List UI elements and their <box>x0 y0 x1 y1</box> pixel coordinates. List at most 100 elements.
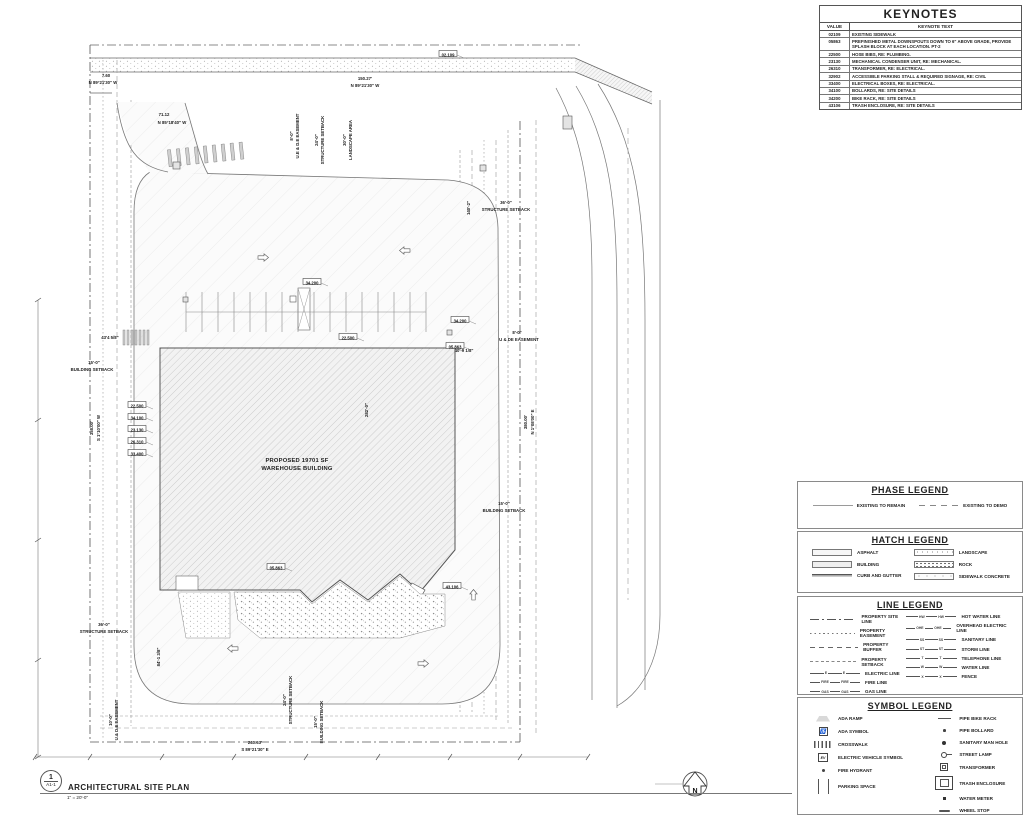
line-legend-label: PROPERTY SITE LINE <box>861 614 899 624</box>
keynote-tag-box <box>438 50 458 57</box>
symbol-legend-label: ADA RAMP <box>838 716 863 721</box>
line-tag: ST <box>919 647 925 652</box>
keynote-tag-box <box>442 582 462 589</box>
keynote-value: 22500 <box>820 51 850 58</box>
hatch-legend-item: CURB AND GUTTER <box>812 573 902 578</box>
fire-hydrant-icon <box>814 769 832 772</box>
keynote-tag-box <box>127 413 147 420</box>
water-meter-icon <box>935 796 953 801</box>
plan-label: 240.63' <box>248 740 262 745</box>
sheet-number: A1-1 <box>46 782 56 788</box>
plan-label: 8'-0" <box>512 330 521 335</box>
keynotes-header: VALUE KEYNOTE TEXT <box>820 23 1021 31</box>
symbol-legend-item: FIRE HYDRANT <box>814 767 903 774</box>
keynote-tag-text: 34.200 <box>454 318 467 323</box>
plan-label: 36'-0" <box>500 200 512 205</box>
hatch-legend-item: LANDSCAPE <box>913 549 1010 556</box>
keynote-tag-text: 05.863 <box>270 565 283 570</box>
symbol-legend-item: PIPE BOLLARD <box>935 727 1008 734</box>
keynote-tag-text: 34.200 <box>306 280 319 285</box>
crosswalk-bar <box>142 329 146 346</box>
keynote-value: 05863 <box>820 38 850 51</box>
line-tag: HW <box>938 614 944 619</box>
keynote-value: 02109 <box>820 31 850 38</box>
plan-label: U.E & D.E EASEMENT <box>295 113 300 158</box>
keynote-value: 34100 <box>820 87 850 95</box>
dashdot-line-swatch <box>810 618 857 620</box>
keynote-text: EXISTING SIDEWALK <box>852 31 896 37</box>
dim-tick <box>34 754 42 760</box>
line-legend-label: PROPERTY BUFFER <box>863 642 889 653</box>
symbol-legend-label: TRASH ENCLOSURE <box>959 780 1006 786</box>
line-legend-left-column: PROPERTY SITE LINE PROPERTY EASEMENT PROPE… <box>810 614 906 694</box>
keynote-text: TRANSFORMER, RE: ELECTRICAL. <box>852 66 925 72</box>
crosswalk-top <box>167 141 245 168</box>
symbol-legend-item: WHEEL STOP <box>935 807 1008 814</box>
line-legend-item: PROPERTY SITE LINE <box>810 614 906 624</box>
line-legend-item: PROPERTY EASEMENT <box>810 628 906 638</box>
sanitary-manhole-icon <box>935 740 953 745</box>
line-legend-item: PROPERTY SETBACK <box>810 657 906 667</box>
line-tag: FIRE <box>821 680 829 685</box>
title-block: 1 A1-1 ARCHITECTURAL SITE PLAN 1" = 20'-… <box>40 770 792 800</box>
dotted-line-swatch <box>810 632 855 634</box>
keynote-tag-text: 22.500 <box>131 403 144 408</box>
plan-label: 15'-0" <box>498 501 510 506</box>
landscape-hatch-swatch <box>913 549 954 556</box>
keynote-tag-text: 23.130 <box>131 427 144 432</box>
keynote-tag-leader <box>145 429 154 434</box>
solid-line-swatch <box>812 505 853 506</box>
traffic-arrows <box>227 246 478 668</box>
crosswalk-bar <box>220 143 227 162</box>
line-tag: HW <box>919 614 925 619</box>
line-legend-label: SANITARY LINE <box>961 637 997 643</box>
parking-space-icon <box>814 779 832 794</box>
crosswalk-bar <box>146 329 150 346</box>
plan-label: N 89°21'30" W <box>89 80 119 85</box>
plan-label: BUILDING SETBACK <box>483 508 527 513</box>
keynote-tag-leader <box>320 282 329 287</box>
line-legend-title: LINE LEGEND <box>876 600 943 610</box>
symbol-legend-right-column: PIPE BIKE RACK PIPE BOLLARD SANITARY MAN H… <box>935 715 1008 814</box>
plan-label: 71.12 <box>159 112 170 117</box>
keynote-text: TRASH ENCLOSURE, RE: SITE DETAILS <box>852 103 935 109</box>
dimension-lines <box>32 297 591 761</box>
flow-arrow <box>227 644 239 653</box>
line-legend-label: PROPERTY EASEMENT <box>859 628 886 639</box>
line-legend-label: OVERHEAD ELECTRIC LINE <box>956 623 1007 634</box>
pipe-bike-rack-icon <box>935 717 953 720</box>
line-tag: E <box>842 671 846 676</box>
crosswalk-bar <box>211 144 218 163</box>
phase-legend-title: PHASE LEGEND <box>871 485 949 495</box>
plan-label: S 1°10'00" W <box>96 414 101 441</box>
symbol-legend-item: PIPE BIKE RACK <box>935 715 1008 722</box>
keynote-value: 23130 <box>820 58 850 65</box>
plan-label: STRUCTURE SETBACK <box>288 675 293 724</box>
north-arrow: N <box>655 771 708 797</box>
dim-tick <box>34 537 42 543</box>
ev-symbol-icon: EV <box>814 753 832 762</box>
detail-number: 1 <box>44 774 58 783</box>
dim-tick <box>32 753 38 761</box>
keynote-tags: 22.50034.10023.13026.31033.40034.20022.5… <box>127 50 477 591</box>
symbol-legend-item: SANITARY MAN HOLE <box>935 739 1008 746</box>
north-label: N <box>692 788 697 795</box>
transformer-icon <box>935 763 953 771</box>
drawing-title: ARCHITECTURAL SITE PLAN <box>68 783 190 792</box>
keynote-tag-box <box>127 449 147 456</box>
dim-tick <box>34 297 42 303</box>
symbol-legend-label: PIPE BOLLARD <box>959 728 994 733</box>
landscape-areas <box>177 575 446 639</box>
line-tag: ST <box>938 647 944 652</box>
line-tag: GAS <box>821 689 829 694</box>
